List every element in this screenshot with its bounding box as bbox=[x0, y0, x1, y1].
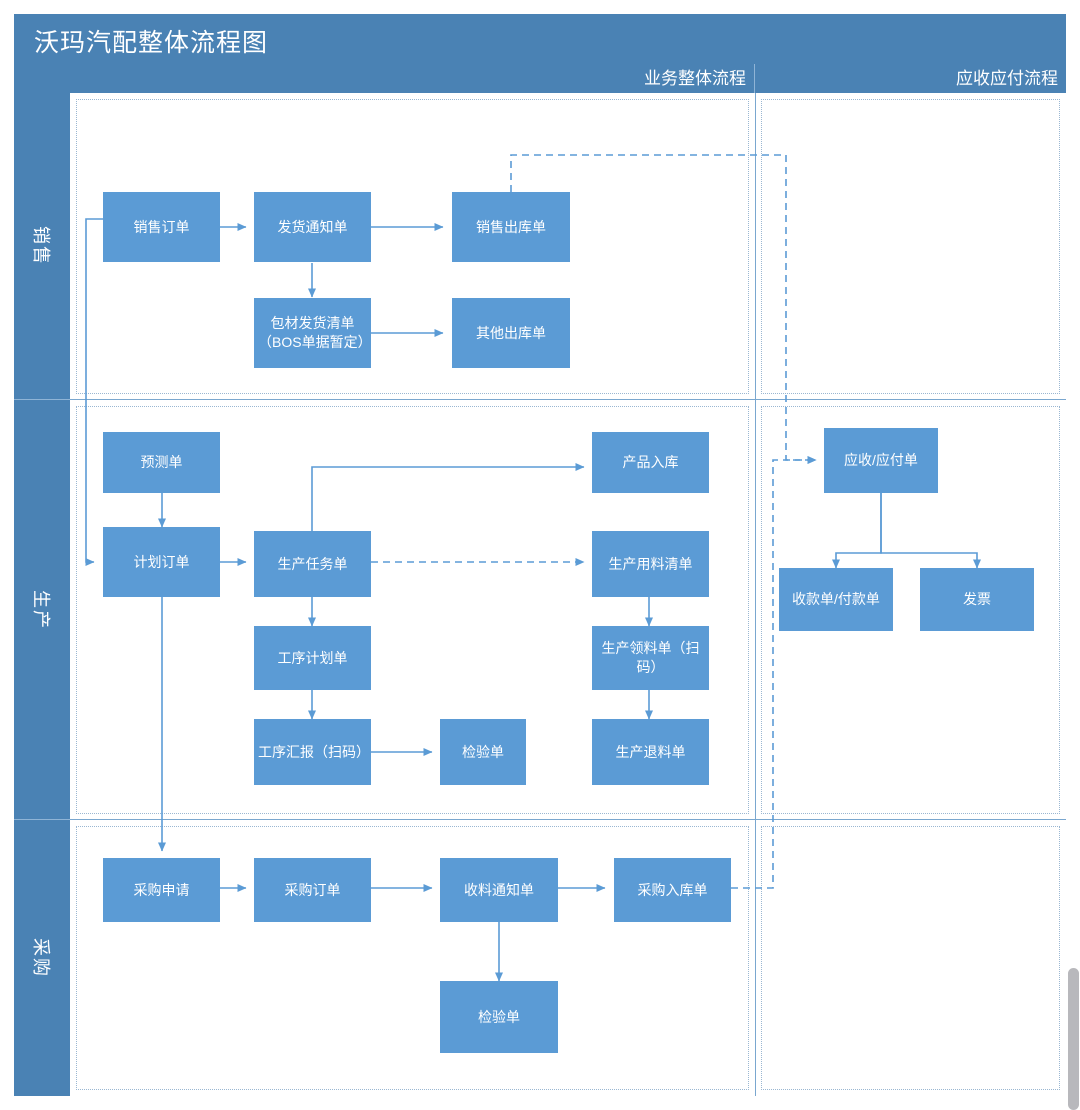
page-title: 沃玛汽配整体流程图 bbox=[34, 29, 269, 57]
node-production-picking[interactable]: 生产领料单（扫码） bbox=[592, 626, 709, 690]
node-label: 应收/应付单 bbox=[844, 452, 918, 469]
node-label: 检验单 bbox=[462, 743, 504, 760]
node-label: 预测单 bbox=[140, 454, 183, 471]
node-production-task[interactable]: 生产任务单 bbox=[254, 531, 371, 597]
node-sales-order[interactable]: 销售订单 bbox=[103, 192, 220, 262]
node-forecast-order[interactable]: 预测单 bbox=[103, 432, 220, 493]
node-inspection-production[interactable]: 检验单 bbox=[440, 719, 526, 785]
node-label: 产品入库 bbox=[622, 454, 679, 471]
node-label: 其他出库单 bbox=[476, 324, 546, 341]
node-product-inbound[interactable]: 产品入库 bbox=[592, 432, 709, 493]
node-label: 发票 bbox=[963, 591, 991, 608]
node-purchase-request[interactable]: 采购申请 bbox=[103, 858, 220, 922]
node-delivery-notice[interactable]: 发货通知单 bbox=[254, 192, 371, 262]
column-separator-production bbox=[755, 400, 756, 820]
node-label: 工序计划单 bbox=[277, 649, 348, 666]
node-label: 生产用料清单 bbox=[608, 555, 693, 572]
node-production-material-list[interactable]: 生产用料清单 bbox=[592, 531, 709, 597]
node-process-report[interactable]: 工序汇报（扫码） bbox=[254, 719, 371, 785]
node-label: 计划订单 bbox=[133, 553, 190, 570]
lane-header-production: 生产 bbox=[14, 400, 70, 820]
node-label: 工序汇报（扫码） bbox=[258, 743, 370, 760]
lane-label-sales: 销售 bbox=[31, 226, 51, 266]
node-receipt-payment[interactable]: 收款单/付款单 bbox=[779, 568, 893, 631]
node-label: 采购入库单 bbox=[637, 881, 708, 898]
node-plan-order[interactable]: 计划订单 bbox=[103, 527, 220, 597]
title-band: 沃玛汽配整体流程图 bbox=[14, 14, 1066, 64]
node-label: 发货通知单 bbox=[277, 218, 348, 235]
node-production-return[interactable]: 生产退料单 bbox=[592, 719, 709, 785]
vertical-scrollbar-track[interactable] bbox=[1066, 0, 1080, 1110]
lane-body-purchase bbox=[70, 820, 1066, 1096]
lane-header-sales: 销售 bbox=[14, 93, 70, 400]
lane-label-purchase: 采购 bbox=[31, 938, 51, 978]
node-label: 生产退料单 bbox=[615, 743, 686, 760]
node-purchase-order[interactable]: 采购订单 bbox=[254, 858, 371, 922]
lane-header-purchase: 采购 bbox=[14, 820, 70, 1096]
node-inspection-purchase[interactable]: 检验单 bbox=[440, 981, 558, 1053]
node-label: 生产任务单 bbox=[277, 555, 348, 572]
node-label: 销售订单 bbox=[133, 218, 190, 235]
node-label: 检验单 bbox=[478, 1008, 520, 1025]
node-purchase-inbound[interactable]: 采购入库单 bbox=[614, 858, 731, 922]
lane-label-production: 生产 bbox=[31, 589, 51, 630]
node-sales-outbound[interactable]: 销售出库单 bbox=[452, 192, 570, 262]
column-separator-sales bbox=[755, 93, 756, 400]
node-label: 收款单/付款单 bbox=[792, 591, 880, 608]
vertical-scrollbar-thumb[interactable] bbox=[1068, 968, 1079, 1110]
node-ar-ap-bill[interactable]: 应收/应付单 bbox=[824, 428, 938, 493]
node-label: 销售出库单 bbox=[476, 218, 546, 235]
node-label-line1: 包材发货清单 bbox=[270, 315, 355, 332]
column-separator-purchase bbox=[755, 820, 756, 1096]
node-label: 采购申请 bbox=[133, 881, 190, 898]
column-header-band: 业务整体流程 应收应付流程 bbox=[14, 64, 1066, 93]
node-other-outbound[interactable]: 其他出库单 bbox=[452, 298, 570, 368]
node-label: 收料通知单 bbox=[464, 881, 534, 898]
column-header-business: 业务整体流程 bbox=[14, 64, 755, 93]
node-process-plan[interactable]: 工序计划单 bbox=[254, 626, 371, 690]
node-label: 生产领料单（扫码） bbox=[601, 640, 700, 675]
node-receiving-notice[interactable]: 收料通知单 bbox=[440, 858, 558, 922]
column-header-receivable: 应收应付流程 bbox=[956, 69, 1058, 88]
node-label: 采购订单 bbox=[284, 881, 341, 898]
node-label-line2: （BOS单据暂定） bbox=[258, 334, 372, 350]
node-invoice[interactable]: 发票 bbox=[920, 568, 1034, 631]
node-packing-shipment-list[interactable]: 包材发货清单 （BOS单据暂定） bbox=[254, 298, 372, 368]
